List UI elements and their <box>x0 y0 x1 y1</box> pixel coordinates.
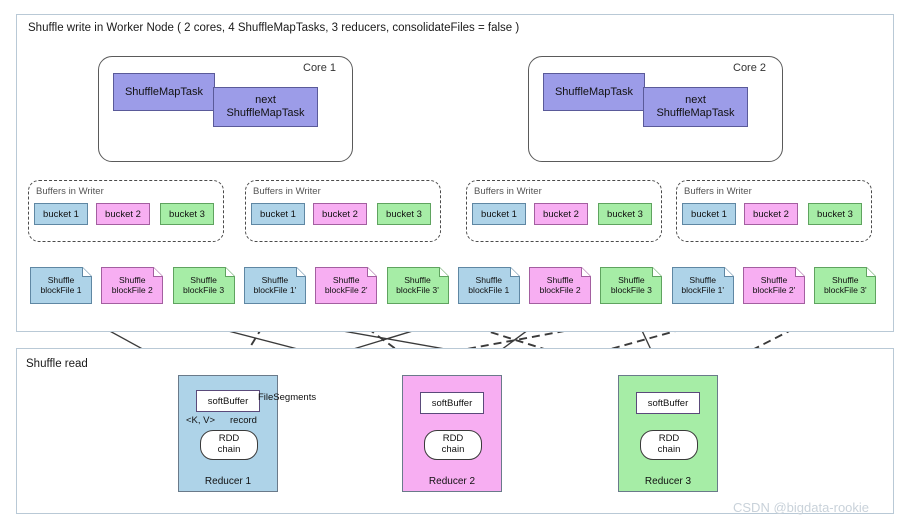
block-file-line-1: Shuffle <box>404 274 431 285</box>
block-file-line-1: Shuffle <box>118 274 146 285</box>
bucket-1-group-2: bucket 1 <box>251 203 305 225</box>
next-task-line-2: ShuffleMapTask <box>656 107 735 119</box>
softbuffer-reducer-3: softBuffer <box>636 392 700 414</box>
block-file-line-2: blockFile 3 <box>183 284 225 295</box>
next-task-line-1: next <box>685 94 706 107</box>
bucket-3-group-3: bucket 3 <box>598 203 652 225</box>
block-file-line-2: blockFile 2 <box>111 284 153 295</box>
block-file-line-2: blockFile 1' <box>253 284 297 295</box>
block-file-line-1: Shuffle <box>261 274 289 285</box>
bucket-2-group-3: bucket 2 <box>534 203 588 225</box>
bucket-2-group-1: bucket 2 <box>96 203 150 225</box>
block-file-line-2: blockFile 1 <box>468 284 510 295</box>
shufflemaptask-core1: ShuffleMapTask <box>113 73 215 111</box>
shuffle-read-title: Shuffle read <box>26 358 88 370</box>
buffer-group-4 <box>676 180 872 242</box>
block-file-line-2: blockFile 2' <box>752 284 796 295</box>
shufflemaptask-core2: ShuffleMapTask <box>543 73 645 111</box>
block-file-line-2: blockFile 3' <box>396 284 439 295</box>
block-file-line-1: Shuffle <box>190 274 217 285</box>
buffer-group-2 <box>245 180 441 242</box>
core-label-2: Core 2 <box>733 62 767 74</box>
buffer-group-label-2: Buffers in Writer <box>253 186 321 197</box>
rdd-line-2: chain <box>217 444 241 455</box>
softbuffer-reducer-2: softBuffer <box>420 392 484 414</box>
rdd-chain-reducer-2: RDD chain <box>424 430 482 460</box>
block-file-line-2: blockFile 3' <box>823 284 867 295</box>
buffer-group-label-1: Buffers in Writer <box>36 186 104 197</box>
next-shufflemaptask-core2: next ShuffleMapTask <box>643 87 748 127</box>
block-file-line-1: Shuffle <box>546 274 574 285</box>
block-file-line-2: blockFile 1' <box>681 284 725 295</box>
bucket-2-group-2: bucket 2 <box>313 203 367 225</box>
bucket-3-group-2: bucket 3 <box>377 203 431 225</box>
record-label: record <box>230 415 257 426</box>
bucket-2-group-4: bucket 2 <box>744 203 798 225</box>
reducer-3-name: Reducer 3 <box>644 476 692 487</box>
buffer-group-label-4: Buffers in Writer <box>684 186 752 197</box>
rdd-line-1: RDD <box>218 433 240 445</box>
next-task-line-2: ShuffleMapTask <box>226 107 305 119</box>
core-label-1: Core 1 <box>303 62 337 74</box>
block-file-line-1: Shuffle <box>760 274 788 285</box>
next-task-line-1: next <box>255 94 276 107</box>
block-file-line-2: blockFile 2 <box>539 284 581 295</box>
rdd-chain-reducer-1: RDD chain <box>200 430 258 460</box>
block-file-line-2: blockFile 2' <box>324 284 368 295</box>
bucket-1-group-1: bucket 1 <box>34 203 88 225</box>
buffer-group-label-3: Buffers in Writer <box>474 186 542 197</box>
bucket-3-group-4: bucket 3 <box>808 203 862 225</box>
block-file-line-1: Shuffle <box>831 274 859 285</box>
buffer-group-1 <box>28 180 224 242</box>
block-file-line-1: Shuffle <box>689 274 716 285</box>
kv-label: <K, V> <box>186 415 216 426</box>
block-file-line-1: Shuffle <box>475 274 503 285</box>
bucket-1-group-3: bucket 1 <box>472 203 526 225</box>
softbuffer-reducer-1: softBuffer <box>196 390 260 412</box>
rdd-line-2: chain <box>657 444 681 455</box>
block-file-line-1: Shuffle <box>332 274 360 285</box>
rdd-line-2: chain <box>441 444 465 455</box>
block-file-line-2: blockFile 3 <box>610 284 652 295</box>
rdd-line-1: RDD <box>658 433 680 445</box>
reducer-2-name: Reducer 2 <box>428 476 476 487</box>
block-file-line-1: Shuffle <box>618 274 645 285</box>
bucket-1-group-4: bucket 1 <box>682 203 736 225</box>
bucket-3-group-1: bucket 3 <box>160 203 214 225</box>
rdd-chain-reducer-3: RDD chain <box>640 430 698 460</box>
file-segments-label: FileSegments <box>258 392 317 403</box>
shuffle-write-title: Shuffle write in Worker Node ( 2 cores, … <box>28 22 520 34</box>
rdd-line-1: RDD <box>442 433 464 445</box>
block-file-line-2: blockFile 1 <box>40 284 82 295</box>
next-shufflemaptask-core1: next ShuffleMapTask <box>213 87 318 127</box>
buffer-group-3 <box>466 180 662 242</box>
reducer-1-name: Reducer 1 <box>204 476 252 487</box>
watermark: CSDN @bigdata-rookie <box>733 500 870 515</box>
block-file-line-1: Shuffle <box>47 274 75 285</box>
